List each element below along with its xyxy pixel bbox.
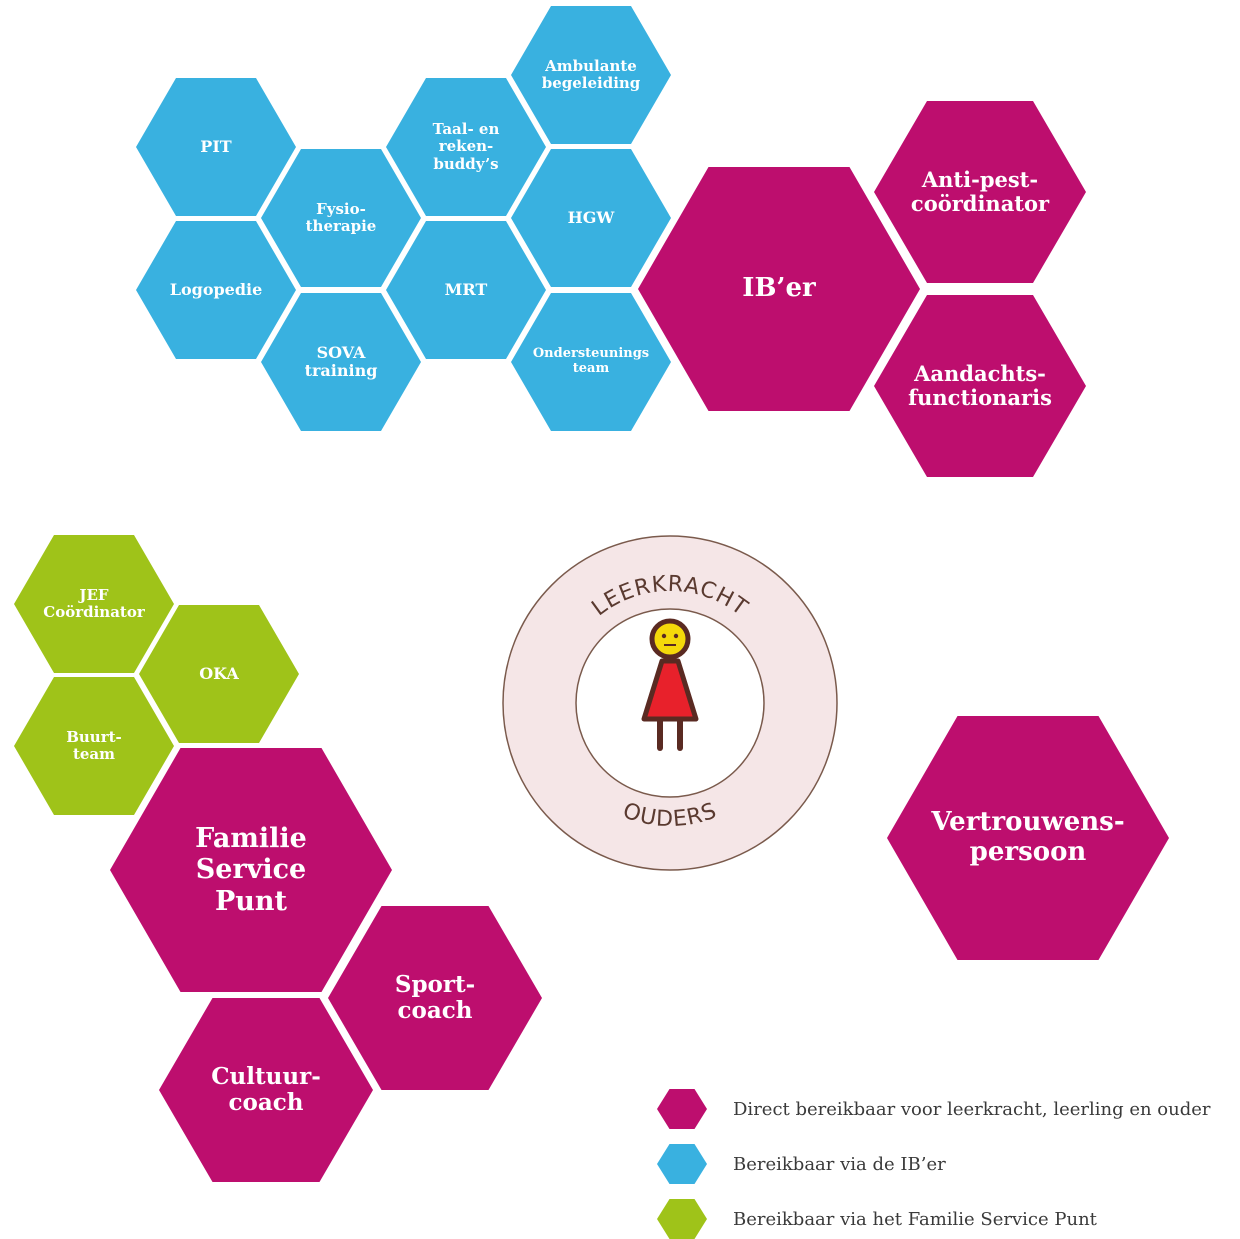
hex-ondersteuningsteam: Ondersteunings team (511, 293, 671, 431)
legend-item-direct: Direct bereikbaar voor leerkracht, leerl… (657, 1089, 1211, 1129)
legend-label: Direct bereikbaar voor leerkracht, leerl… (733, 1098, 1211, 1120)
hex-label: SOVA training (304, 342, 378, 380)
hex-label: PIT (200, 136, 232, 156)
legend-label: Bereikbaar via de IB’er (733, 1153, 946, 1175)
legend-hex-magenta-icon (657, 1089, 707, 1129)
hex-label: Familie Service Punt (195, 823, 307, 917)
hex-aandachtsfunctionaris: Aandachts- functionaris (874, 295, 1086, 477)
legend-label: Bereikbaar via het Familie Service Punt (733, 1208, 1097, 1230)
legend-hex-blue-icon (657, 1144, 707, 1184)
hex-cultuurcoach: Cultuur- coach (159, 998, 373, 1182)
hex-ib-er: IB’er (638, 167, 920, 411)
hex-vertrouwenspersoon: Vertrouwens- persoon (887, 716, 1169, 960)
center-rings: LEERKRACHT OUDERS (502, 535, 838, 871)
hex-label: HGW (567, 207, 615, 227)
hex-label: Fysio- therapie (305, 199, 377, 235)
hex-label: Ondersteunings team (532, 346, 650, 376)
legend-item-via-fsp: Bereikbaar via het Familie Service Punt (657, 1199, 1097, 1239)
hex-label: Logopedie (169, 279, 263, 299)
hex-label: OKA (199, 663, 239, 683)
hex-logopedie: Logopedie (136, 221, 296, 359)
legend-item-via-ib: Bereikbaar via de IB’er (657, 1144, 946, 1184)
legend-hex-green-icon (657, 1199, 707, 1239)
hex-label: Aandachts- functionaris (908, 360, 1052, 410)
hex-ambulante-begeleiding: Ambulante begeleiding (511, 6, 671, 144)
hex-mrt: MRT (386, 221, 546, 359)
hex-sportcoach: Sport- coach (328, 906, 542, 1090)
hex-familie-service-punt: Familie Service Punt (110, 748, 392, 992)
hex-label: Vertrouwens- persoon (931, 807, 1125, 867)
hex-label: Ambulante begeleiding (541, 56, 641, 92)
child-figure-icon (641, 618, 699, 751)
hex-taal-rekenbuddys: Taal- en reken- buddy’s (386, 78, 546, 216)
hex-label: IB’er (742, 273, 816, 304)
hex-label: Buurt- team (66, 727, 122, 763)
hex-pit: PIT (136, 78, 296, 216)
hex-label: Taal- en reken- buddy’s (432, 120, 500, 173)
hex-label: MRT (444, 279, 488, 299)
hex-sova-training: SOVA training (261, 293, 421, 431)
hex-jef-coordinator: JEF Coördinator (14, 535, 174, 673)
hex-hgw: HGW (511, 149, 671, 287)
hex-label: Sport- coach (394, 970, 476, 1024)
hex-label: JEF Coördinator (43, 585, 145, 621)
hex-fysiotherapie: Fysio- therapie (261, 149, 421, 287)
hex-oka: OKA (139, 605, 299, 743)
hex-label: Anti-pest- coördinator (910, 166, 1050, 216)
hex-label: Cultuur- coach (211, 1062, 321, 1116)
hex-buurtteam: Buurt- team (14, 677, 174, 815)
hex-anti-pest-coordinator: Anti-pest- coördinator (874, 101, 1086, 283)
